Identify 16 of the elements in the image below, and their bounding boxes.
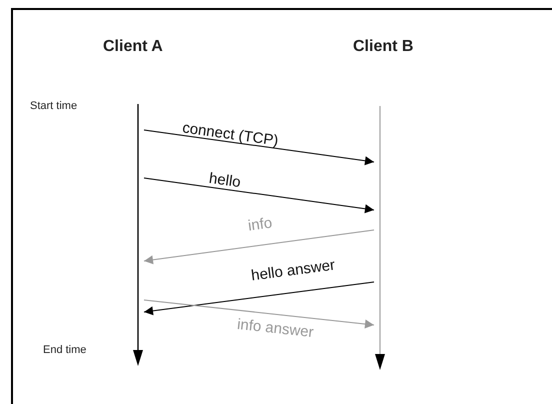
- message-label: connect (TCP): [180, 118, 279, 150]
- message-arrow: [144, 178, 374, 214]
- message-label: hello: [208, 169, 242, 191]
- message-label: hello answer: [250, 256, 336, 284]
- message-label: info: [246, 214, 274, 234]
- message-arrow: [144, 130, 374, 166]
- lifeline: [132, 104, 144, 366]
- time-label: Start time: [30, 100, 78, 112]
- message-arrow: [144, 230, 374, 264]
- time-label: End time: [43, 344, 86, 356]
- message-arrow: [144, 282, 374, 316]
- participant-label: Client A: [103, 38, 163, 56]
- lifeline: [374, 106, 386, 370]
- message-label: info answer: [236, 315, 314, 341]
- participant-label: Client B: [353, 38, 414, 56]
- message-arrow: [144, 300, 374, 328]
